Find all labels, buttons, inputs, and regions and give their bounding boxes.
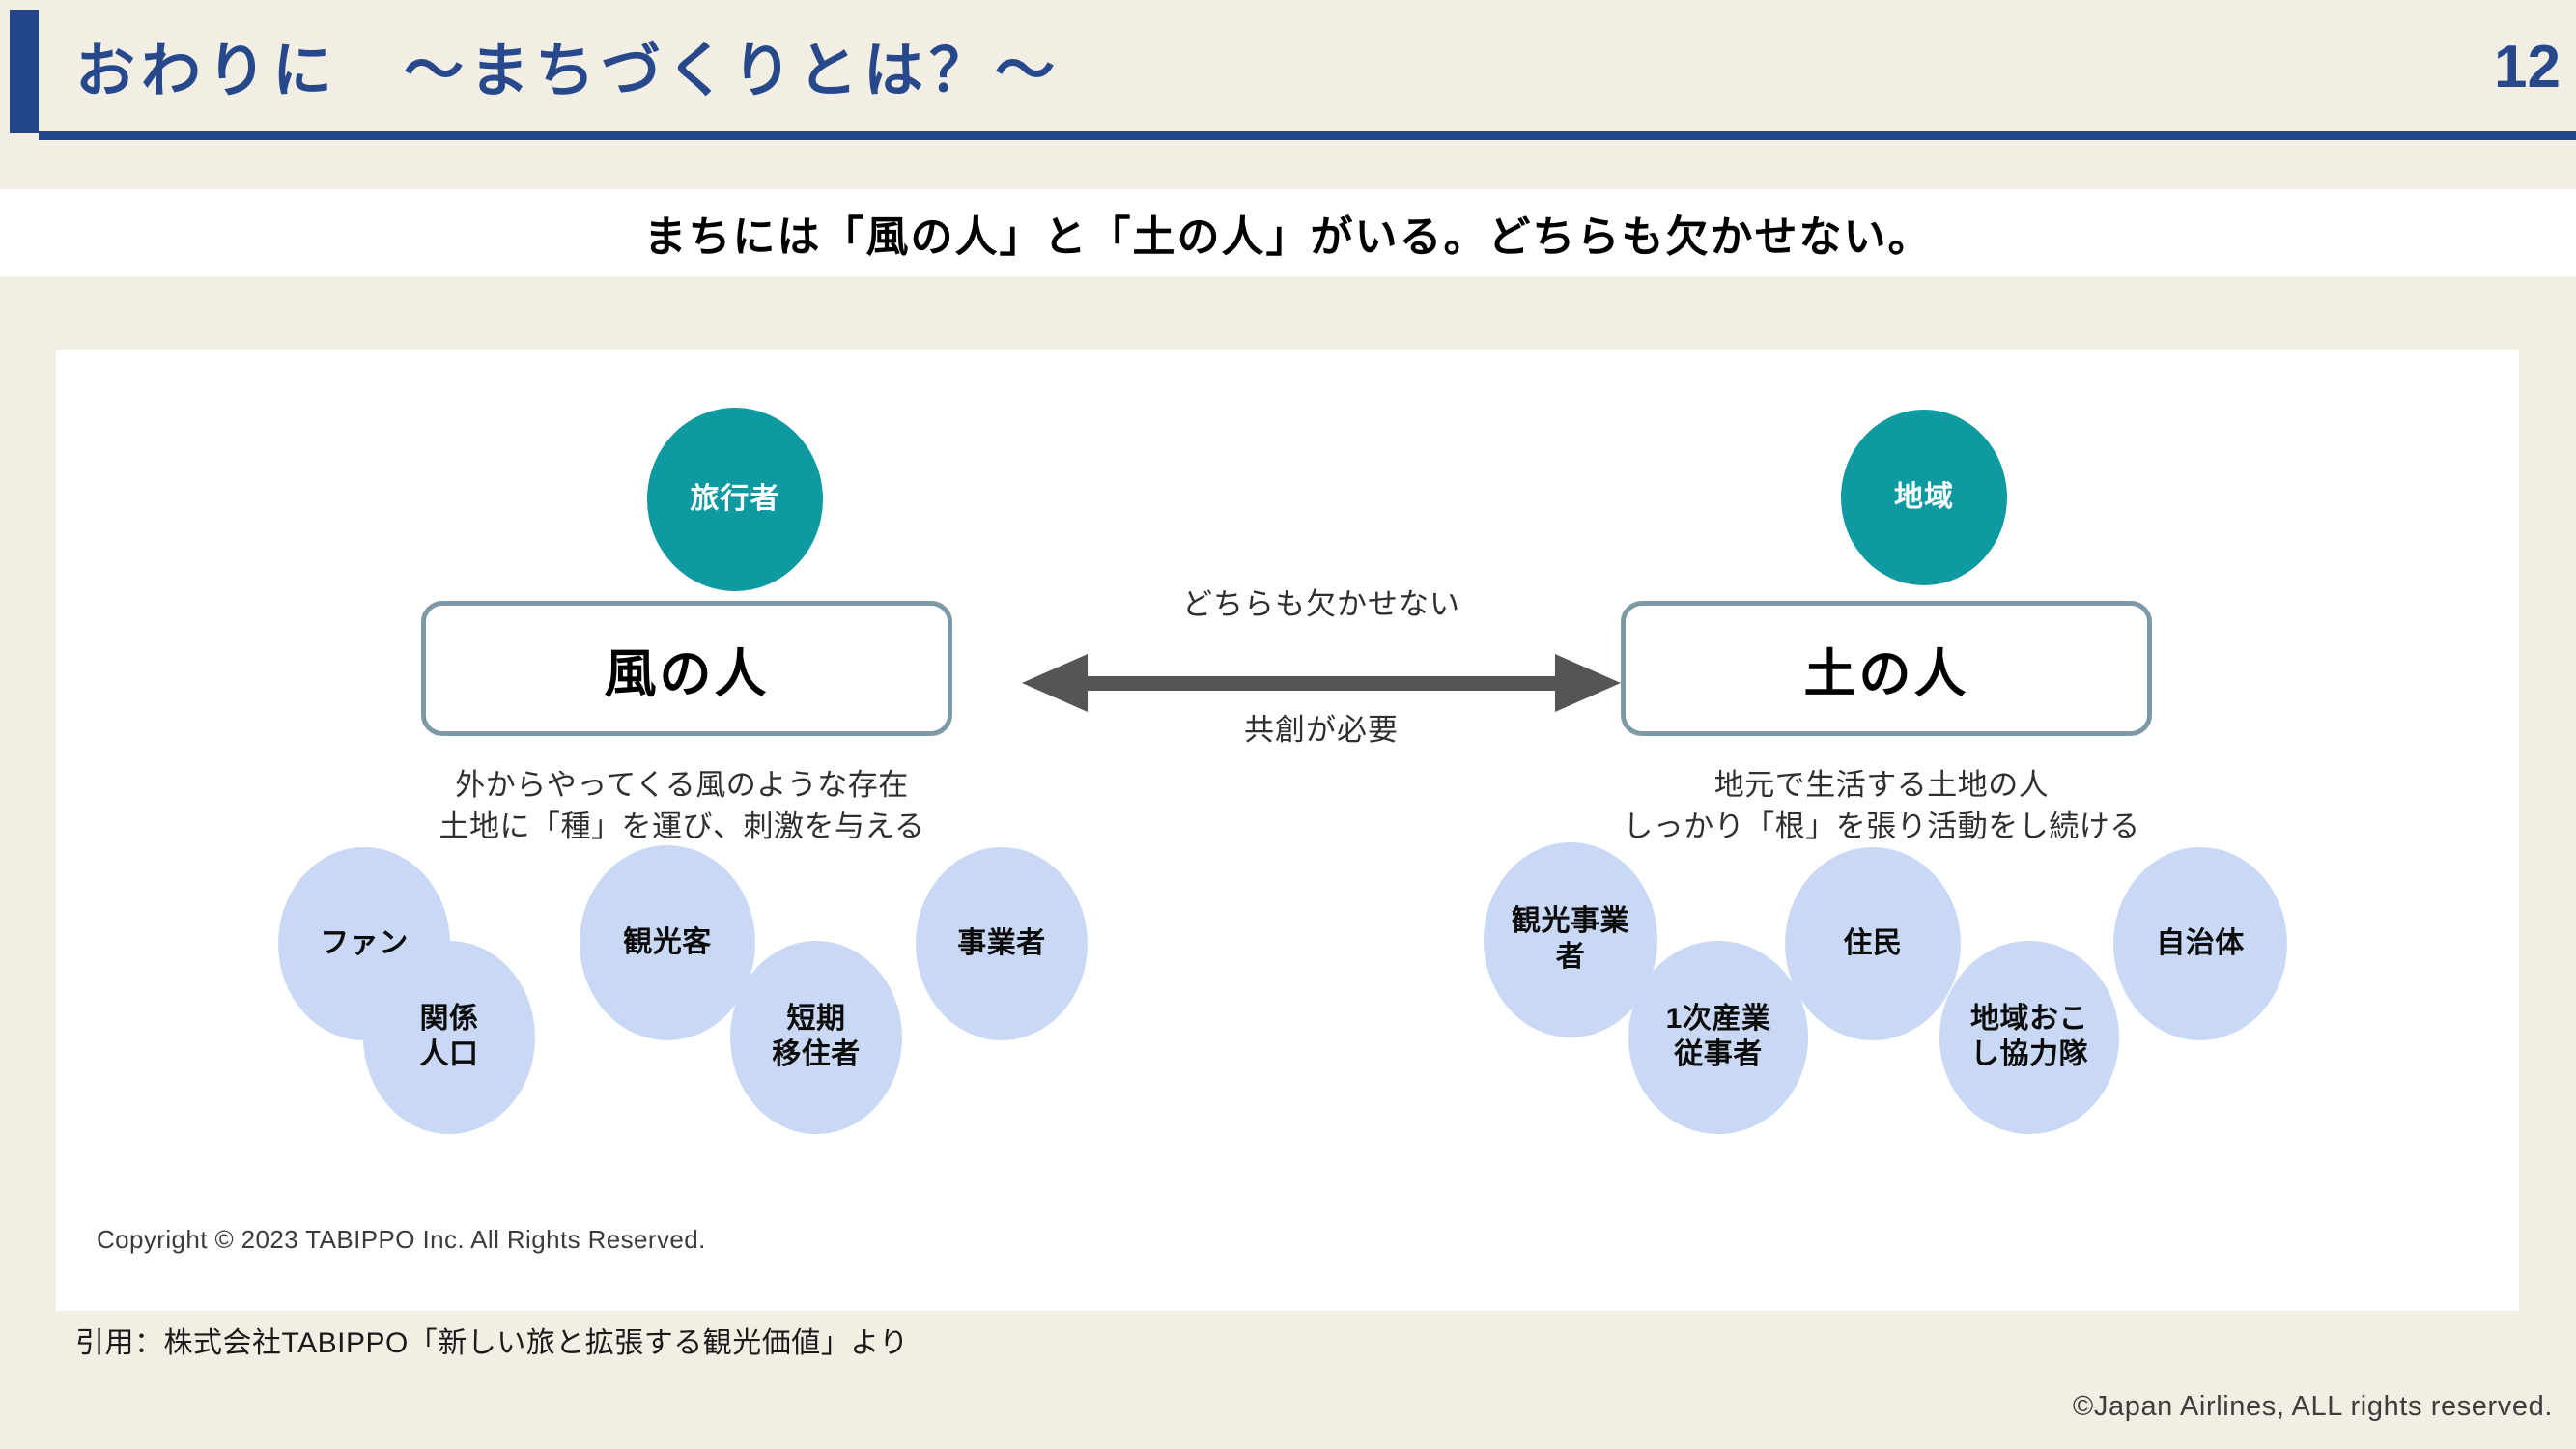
tag-label: 住民 xyxy=(1843,926,1903,959)
caption-right: 地元で生活する土地の人 しっかり「根」を張り活動をし続ける xyxy=(1543,765,2220,848)
concept-box-tsuchi-no-hito: 土の人 xyxy=(1621,601,2152,736)
caption-right-line2: しっかり「根」を張り活動をし続ける xyxy=(1623,809,2140,843)
tag-circle-right-jichitai: 自治体 xyxy=(2113,847,2287,1040)
tag-label: 自治体 xyxy=(2156,926,2245,959)
tag-circle-right-juumin: 住民 xyxy=(1785,847,1961,1040)
jal-copyright: ©Japan Airlines, ALL rights reserved. xyxy=(2072,1391,2553,1422)
caption-right-line1: 地元で生活する土地の人 xyxy=(1713,768,2050,802)
tag-label: 観光事業者 xyxy=(1512,905,1629,973)
slide-subtitle: まちには「風の人」と「土の人」がいる。どちらも欠かせない。 xyxy=(643,213,1933,261)
arrow-label-top: どちらも欠かせない xyxy=(1182,587,1460,621)
arrow-label-bottom: 共創が必要 xyxy=(1244,713,1399,747)
tag-label: 短期移住者 xyxy=(772,1003,861,1070)
double-arrow-icon xyxy=(1022,644,1621,722)
tag-label: 事業者 xyxy=(957,926,1046,959)
header-accent-bar xyxy=(10,10,39,133)
slide-header xyxy=(0,0,2576,143)
tag-label: 1次産業従事者 xyxy=(1665,1003,1771,1070)
page-title: おわりに 〜まちづくりとは？〜 xyxy=(75,38,1062,104)
tag-circle-left-kankei-jinko: 関係人口 xyxy=(363,941,535,1134)
header-divider-rule xyxy=(39,131,2576,140)
tag-circle-left-kankoukyaku: 観光客 xyxy=(580,845,755,1040)
page-number: 12 xyxy=(2494,34,2561,100)
diagram-panel: 旅行者 地域 風の人 土の人 外からやってくる風のような存在 土地に「種」を運び… xyxy=(56,350,2519,1311)
tag-label: 関係人口 xyxy=(419,1003,479,1070)
caption-left-line2: 土地に「種」を運び、刺激を与える xyxy=(439,809,925,843)
tag-circle-right-chiiki-okoshi: 地域おこし協力隊 xyxy=(1939,941,2119,1134)
tag-circle-right-kankou-jigyousha: 観光事業者 xyxy=(1484,842,1657,1037)
panel-copyright: Copyright © 2023 TABIPPO Inc. All Rights… xyxy=(97,1225,706,1254)
subtitle-band xyxy=(0,189,2576,276)
source-circle-region: 地域 xyxy=(1841,410,2007,585)
caption-left-line1: 外からやってくる風のような存在 xyxy=(455,768,909,802)
tag-circle-left-tanki-ijusha: 短期移住者 xyxy=(730,941,902,1134)
caption-left: 外からやってくる風のような存在 土地に「種」を運び、刺激を与える xyxy=(344,765,1020,848)
citation-text: 引用：株式会社TABIPPO「新しい旅と拡張する観光価値」より xyxy=(75,1327,909,1359)
tag-circle-left-jigyousha: 事業者 xyxy=(916,847,1088,1040)
tag-label: ファン xyxy=(320,926,409,959)
source-circle-traveler: 旅行者 xyxy=(647,408,823,591)
tag-label: 地域おこし協力隊 xyxy=(1970,1003,2088,1070)
tag-circle-right-ichiji-sangyou: 1次産業従事者 xyxy=(1628,941,1808,1134)
concept-box-kaze-no-hito: 風の人 xyxy=(421,601,952,736)
tag-label: 観光客 xyxy=(623,925,712,958)
